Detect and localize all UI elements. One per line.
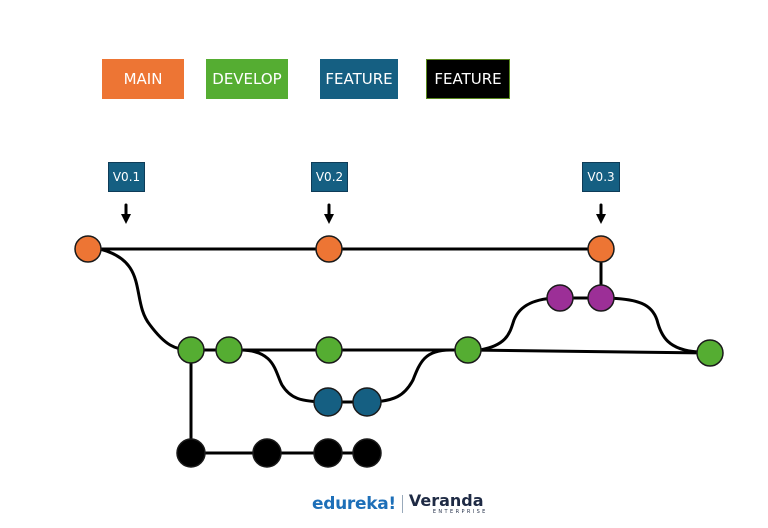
veranda-logo-subtext: ENTERPRISE (432, 509, 488, 515)
feature-black-commit-2 (252, 438, 282, 468)
main-commit-3 (587, 235, 615, 263)
tag-v0-1-label: V0.1 (112, 170, 141, 184)
legend-main: MAIN (102, 59, 184, 99)
feature-blue-commit-1 (313, 387, 343, 417)
hotfix-edge (478, 296, 700, 354)
legend-feature-black-label: FEATURE (434, 70, 502, 88)
develop-commit-2 (215, 336, 243, 364)
veranda-logo: Veranda ENTERPRISE (409, 493, 488, 515)
feature-blue-commit-2 (352, 387, 382, 417)
tag-v0-1: V0.1 (108, 162, 145, 192)
hotfix-commit-2 (587, 284, 615, 312)
logo-divider (401, 495, 403, 513)
arrow-v0-3-head (596, 214, 606, 224)
feature-black-commit-1 (176, 438, 206, 468)
edureka-logo: edureka! (312, 494, 396, 514)
main-to-develop-edge (98, 247, 193, 352)
main-commit-2 (315, 235, 343, 263)
legend-main-label: MAIN (123, 70, 163, 88)
develop-to-end-edge (466, 348, 712, 355)
tag-v0-3: V0.3 (582, 162, 620, 192)
arrow-v0-1-head (121, 214, 131, 224)
tag-v0-2: V0.2 (311, 162, 348, 192)
legend-feature-blue-label: FEATURE (325, 70, 393, 88)
arrow-v0-2-head (324, 214, 334, 224)
tag-v0-2-label: V0.2 (315, 170, 344, 184)
develop-commit-4 (454, 336, 482, 364)
legend-develop-label: DEVELOP (212, 70, 282, 88)
veranda-logo-text: Veranda (408, 491, 484, 510)
hotfix-commit-1 (546, 284, 574, 312)
edureka-veranda-logo: edureka! Veranda ENTERPRISE (312, 490, 488, 518)
feature-black-commit-4 (352, 438, 382, 468)
develop-commit-3 (315, 336, 343, 364)
legend-feature-blue: FEATURE (320, 59, 398, 99)
tag-v0-3-label: V0.3 (587, 170, 615, 184)
legend-develop: DEVELOP (206, 59, 288, 99)
feature-black-commit-3 (313, 438, 343, 468)
develop-commit-5 (696, 339, 724, 367)
legend-feature-black: FEATURE (426, 59, 510, 99)
feature-blue-edge (238, 348, 452, 404)
develop-commit-1 (177, 336, 205, 364)
main-commit-1 (74, 235, 102, 263)
